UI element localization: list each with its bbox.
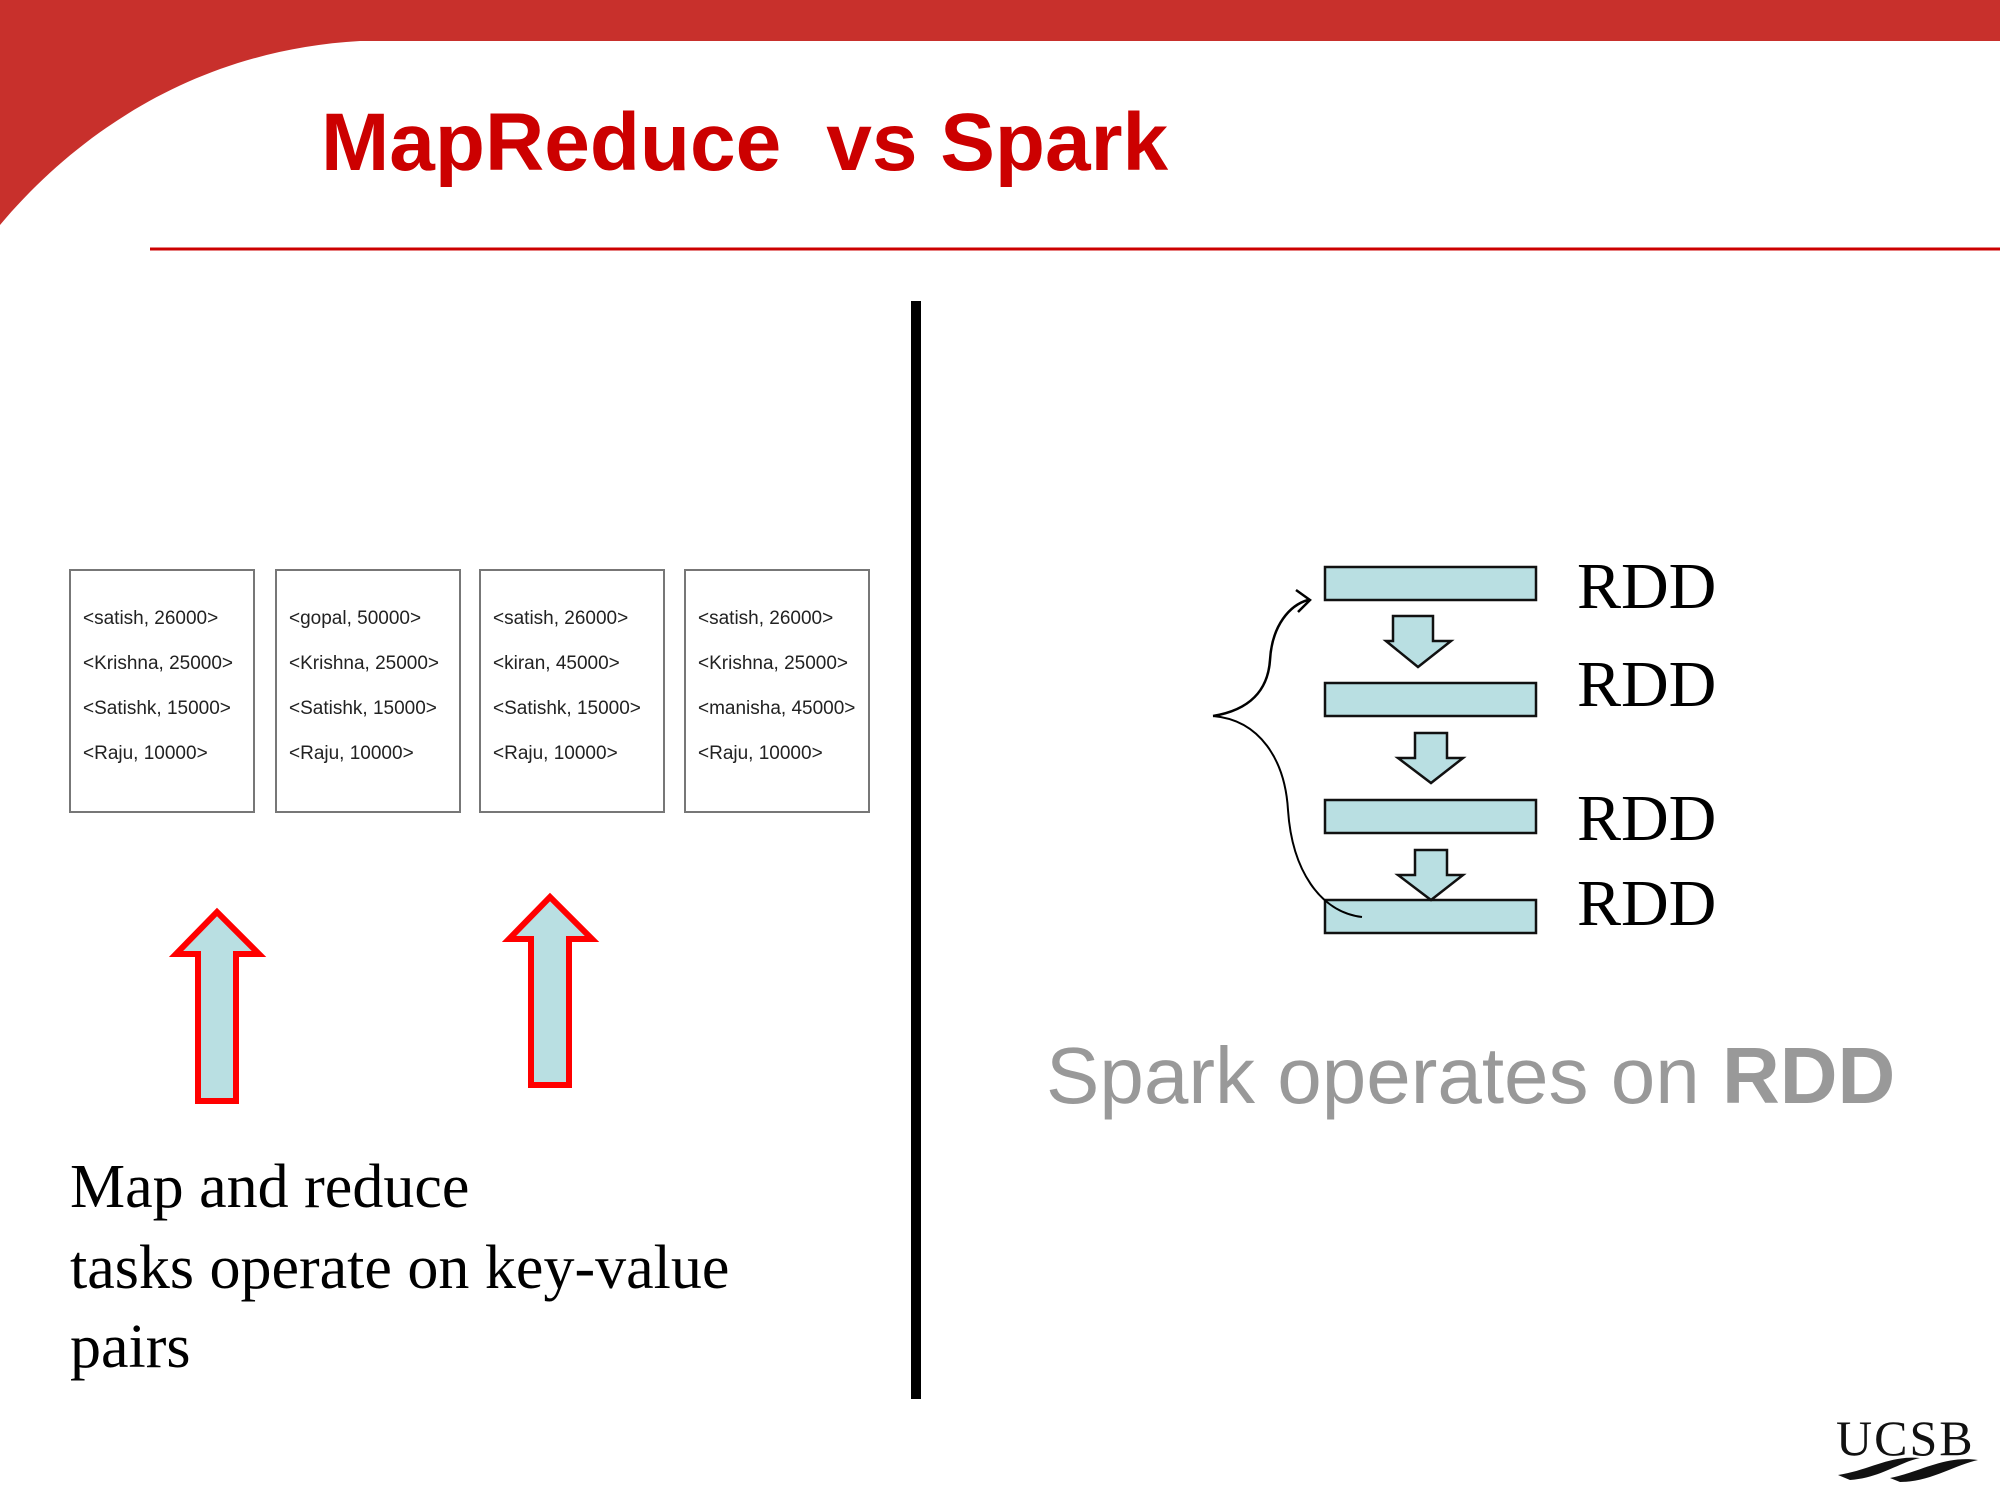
key-value-pair: <Krishna, 25000> (289, 653, 439, 674)
key-value-pair: <Raju, 10000> (83, 743, 208, 764)
key-value-pair: <satish, 26000> (83, 608, 218, 629)
key-value-pair: <Raju, 10000> (289, 743, 414, 764)
up-arrow-icon (168, 907, 267, 1104)
key-value-pair: <Krishna, 25000> (698, 653, 848, 674)
mapreduce-caption: Map and reduce tasks operate on key-valu… (70, 1153, 745, 1381)
rdd-bar (1323, 681, 1538, 718)
key-value-pair: <satish, 26000> (698, 608, 833, 629)
up-arrow-icon (501, 892, 600, 1088)
key-value-pair: <Raju, 10000> (698, 743, 823, 764)
key-value-pair: <Satishk, 15000> (83, 698, 231, 719)
rdd-label: RDD (1577, 867, 1716, 940)
iteration-curve (1212, 588, 1363, 918)
down-arrow-icon (1394, 731, 1467, 785)
key-value-pair: <Krishna, 25000> (83, 653, 233, 674)
key-value-pair: <satish, 26000> (493, 608, 628, 629)
rdd-bar (1323, 798, 1538, 835)
ucsb-logo: UCSB (1836, 1410, 1978, 1482)
rdd-bar (1323, 565, 1538, 602)
down-arrow-icon (1382, 614, 1455, 669)
partition-box (275, 569, 461, 813)
key-value-pair: <Satishk, 15000> (493, 698, 641, 719)
key-value-pair: <gopal, 50000> (289, 608, 421, 629)
partition-box (684, 569, 870, 813)
spark-caption: Spark operates on RDD (1046, 1031, 1895, 1120)
key-value-pair: <Raju, 10000> (493, 743, 618, 764)
key-value-pair: <kiran, 45000> (493, 653, 620, 674)
partition-box (69, 569, 255, 813)
key-value-pair: <manisha, 45000> (698, 698, 855, 719)
svg-text:UCSB: UCSB (1836, 1410, 1975, 1466)
key-value-pair: <Satishk, 15000> (289, 698, 437, 719)
down-arrow-icon (1394, 848, 1467, 902)
rdd-label: RDD (1577, 782, 1716, 855)
vertical-divider (911, 301, 921, 1399)
header-band (0, 0, 2000, 225)
rdd-label: RDD (1577, 550, 1716, 623)
partition-box (479, 569, 665, 813)
rdd-label: RDD (1577, 648, 1716, 721)
